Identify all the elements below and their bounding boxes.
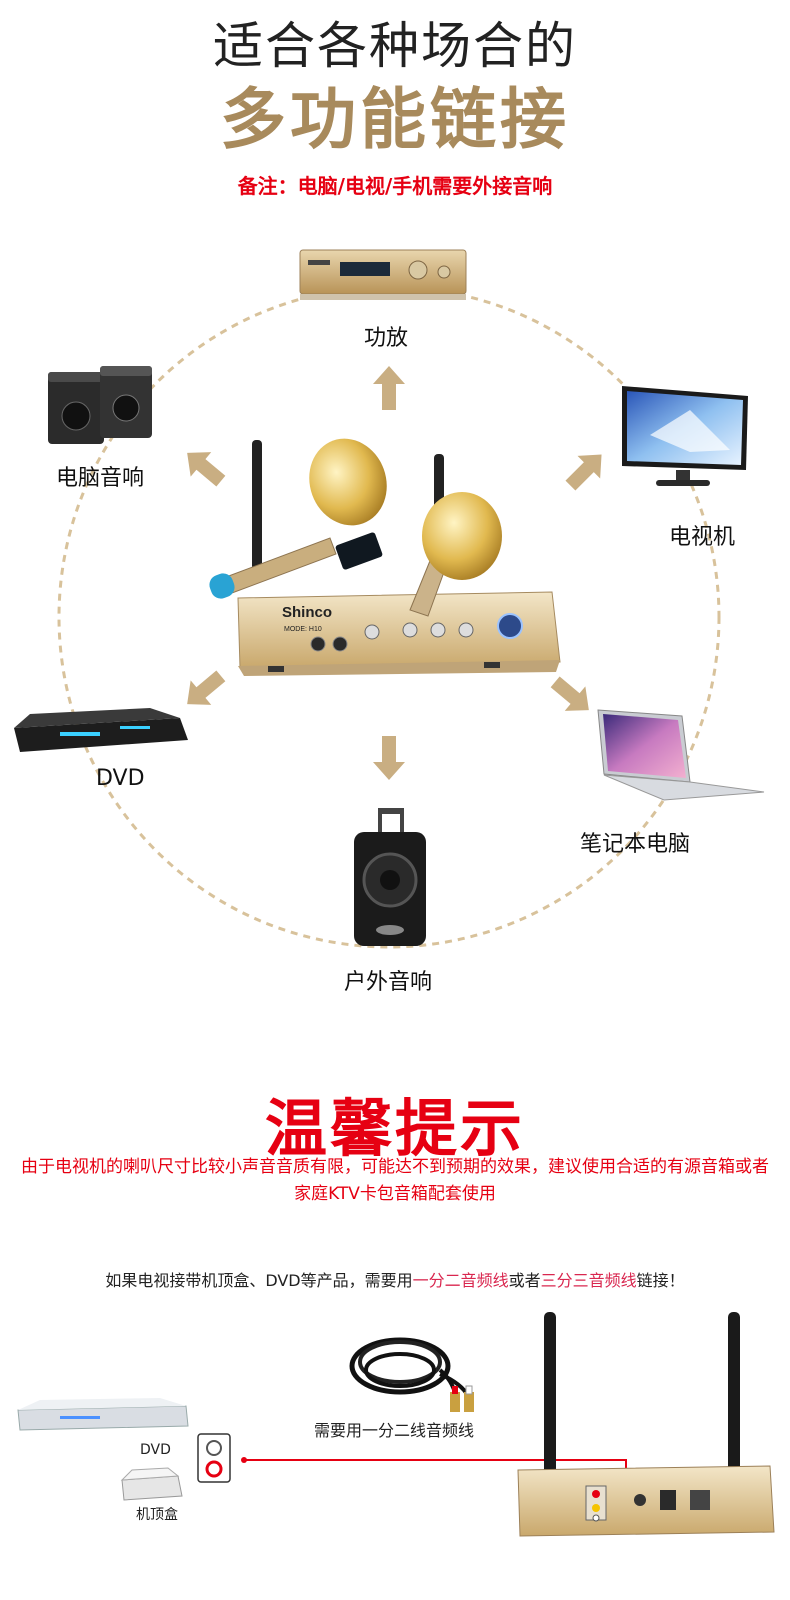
brand-text: Shinco xyxy=(282,604,332,621)
arrow-downright-icon xyxy=(544,669,600,723)
cable-highlight-2: 三分三音频线 xyxy=(540,1271,637,1290)
title-line-2: 多功能链接 xyxy=(220,80,570,158)
tips-title: 温馨提示 xyxy=(264,1092,525,1165)
laptop-image xyxy=(597,709,765,801)
tips-body: 由于电视机的喇叭尺寸比较小声音音质有限，可能达不到预期的效果，建议使用合适的有源… xyxy=(21,1157,769,1204)
title-line-1: 适合各种场合的 xyxy=(213,17,577,75)
amplifier-image xyxy=(299,249,467,300)
connection-diagram: Shinco MODE: H10 xyxy=(14,249,765,949)
audio-cable-image xyxy=(349,1337,474,1412)
pc-speaker-image xyxy=(48,366,152,444)
arrow-downleft-icon xyxy=(176,663,232,717)
arrow-upright-icon xyxy=(559,443,613,497)
connection-text-b: 或者 xyxy=(508,1271,541,1290)
dvd-label: DVD xyxy=(96,766,145,791)
amplifier-label: 功放 xyxy=(364,326,409,351)
dvd-player-label: DVD xyxy=(140,1442,171,1458)
arrow-down-icon xyxy=(373,736,405,780)
tv-image xyxy=(622,386,748,486)
tv-label: 电视机 xyxy=(669,525,736,550)
dvd-image xyxy=(14,708,188,752)
dvd-player-image xyxy=(17,1398,189,1431)
connection-instructions: 如果电视接带机顶盒、DVD等产品，需要用一分二音频线或者三分三音频线链接！ xyxy=(0,1267,790,1291)
connection-text-a: 如果电视接带机顶盒、DVD等产品，需要用 xyxy=(105,1271,413,1290)
set-top-box-image xyxy=(120,1467,183,1501)
set-top-box-label: 机顶盒 xyxy=(136,1507,178,1523)
laptop-label: 笔记本电脑 xyxy=(580,832,691,857)
outdoor-speaker-label: 户外音响 xyxy=(344,970,433,995)
wireless-microphone-product: Shinco MODE: H10 xyxy=(209,438,561,676)
pc-speaker-label: 电脑音响 xyxy=(56,466,145,491)
receiver-back-image xyxy=(517,1312,775,1537)
arrow-upleft-icon xyxy=(176,440,232,494)
arrow-up-icon xyxy=(373,366,405,410)
model-text: MODE: H10 xyxy=(284,626,322,633)
cable-highlight-1: 一分二音频线 xyxy=(412,1271,509,1290)
dashed-ring xyxy=(57,285,721,949)
note-text: 备注：电脑/电视/手机需要外接音响 xyxy=(237,174,553,198)
outdoor-speaker-image xyxy=(354,808,426,946)
rca-jack-icon xyxy=(197,1433,231,1483)
cable-diagram xyxy=(17,1312,775,1537)
connection-text-c: 链接！ xyxy=(636,1271,685,1290)
cable-label: 需要用一分二线音频线 xyxy=(314,1421,475,1440)
